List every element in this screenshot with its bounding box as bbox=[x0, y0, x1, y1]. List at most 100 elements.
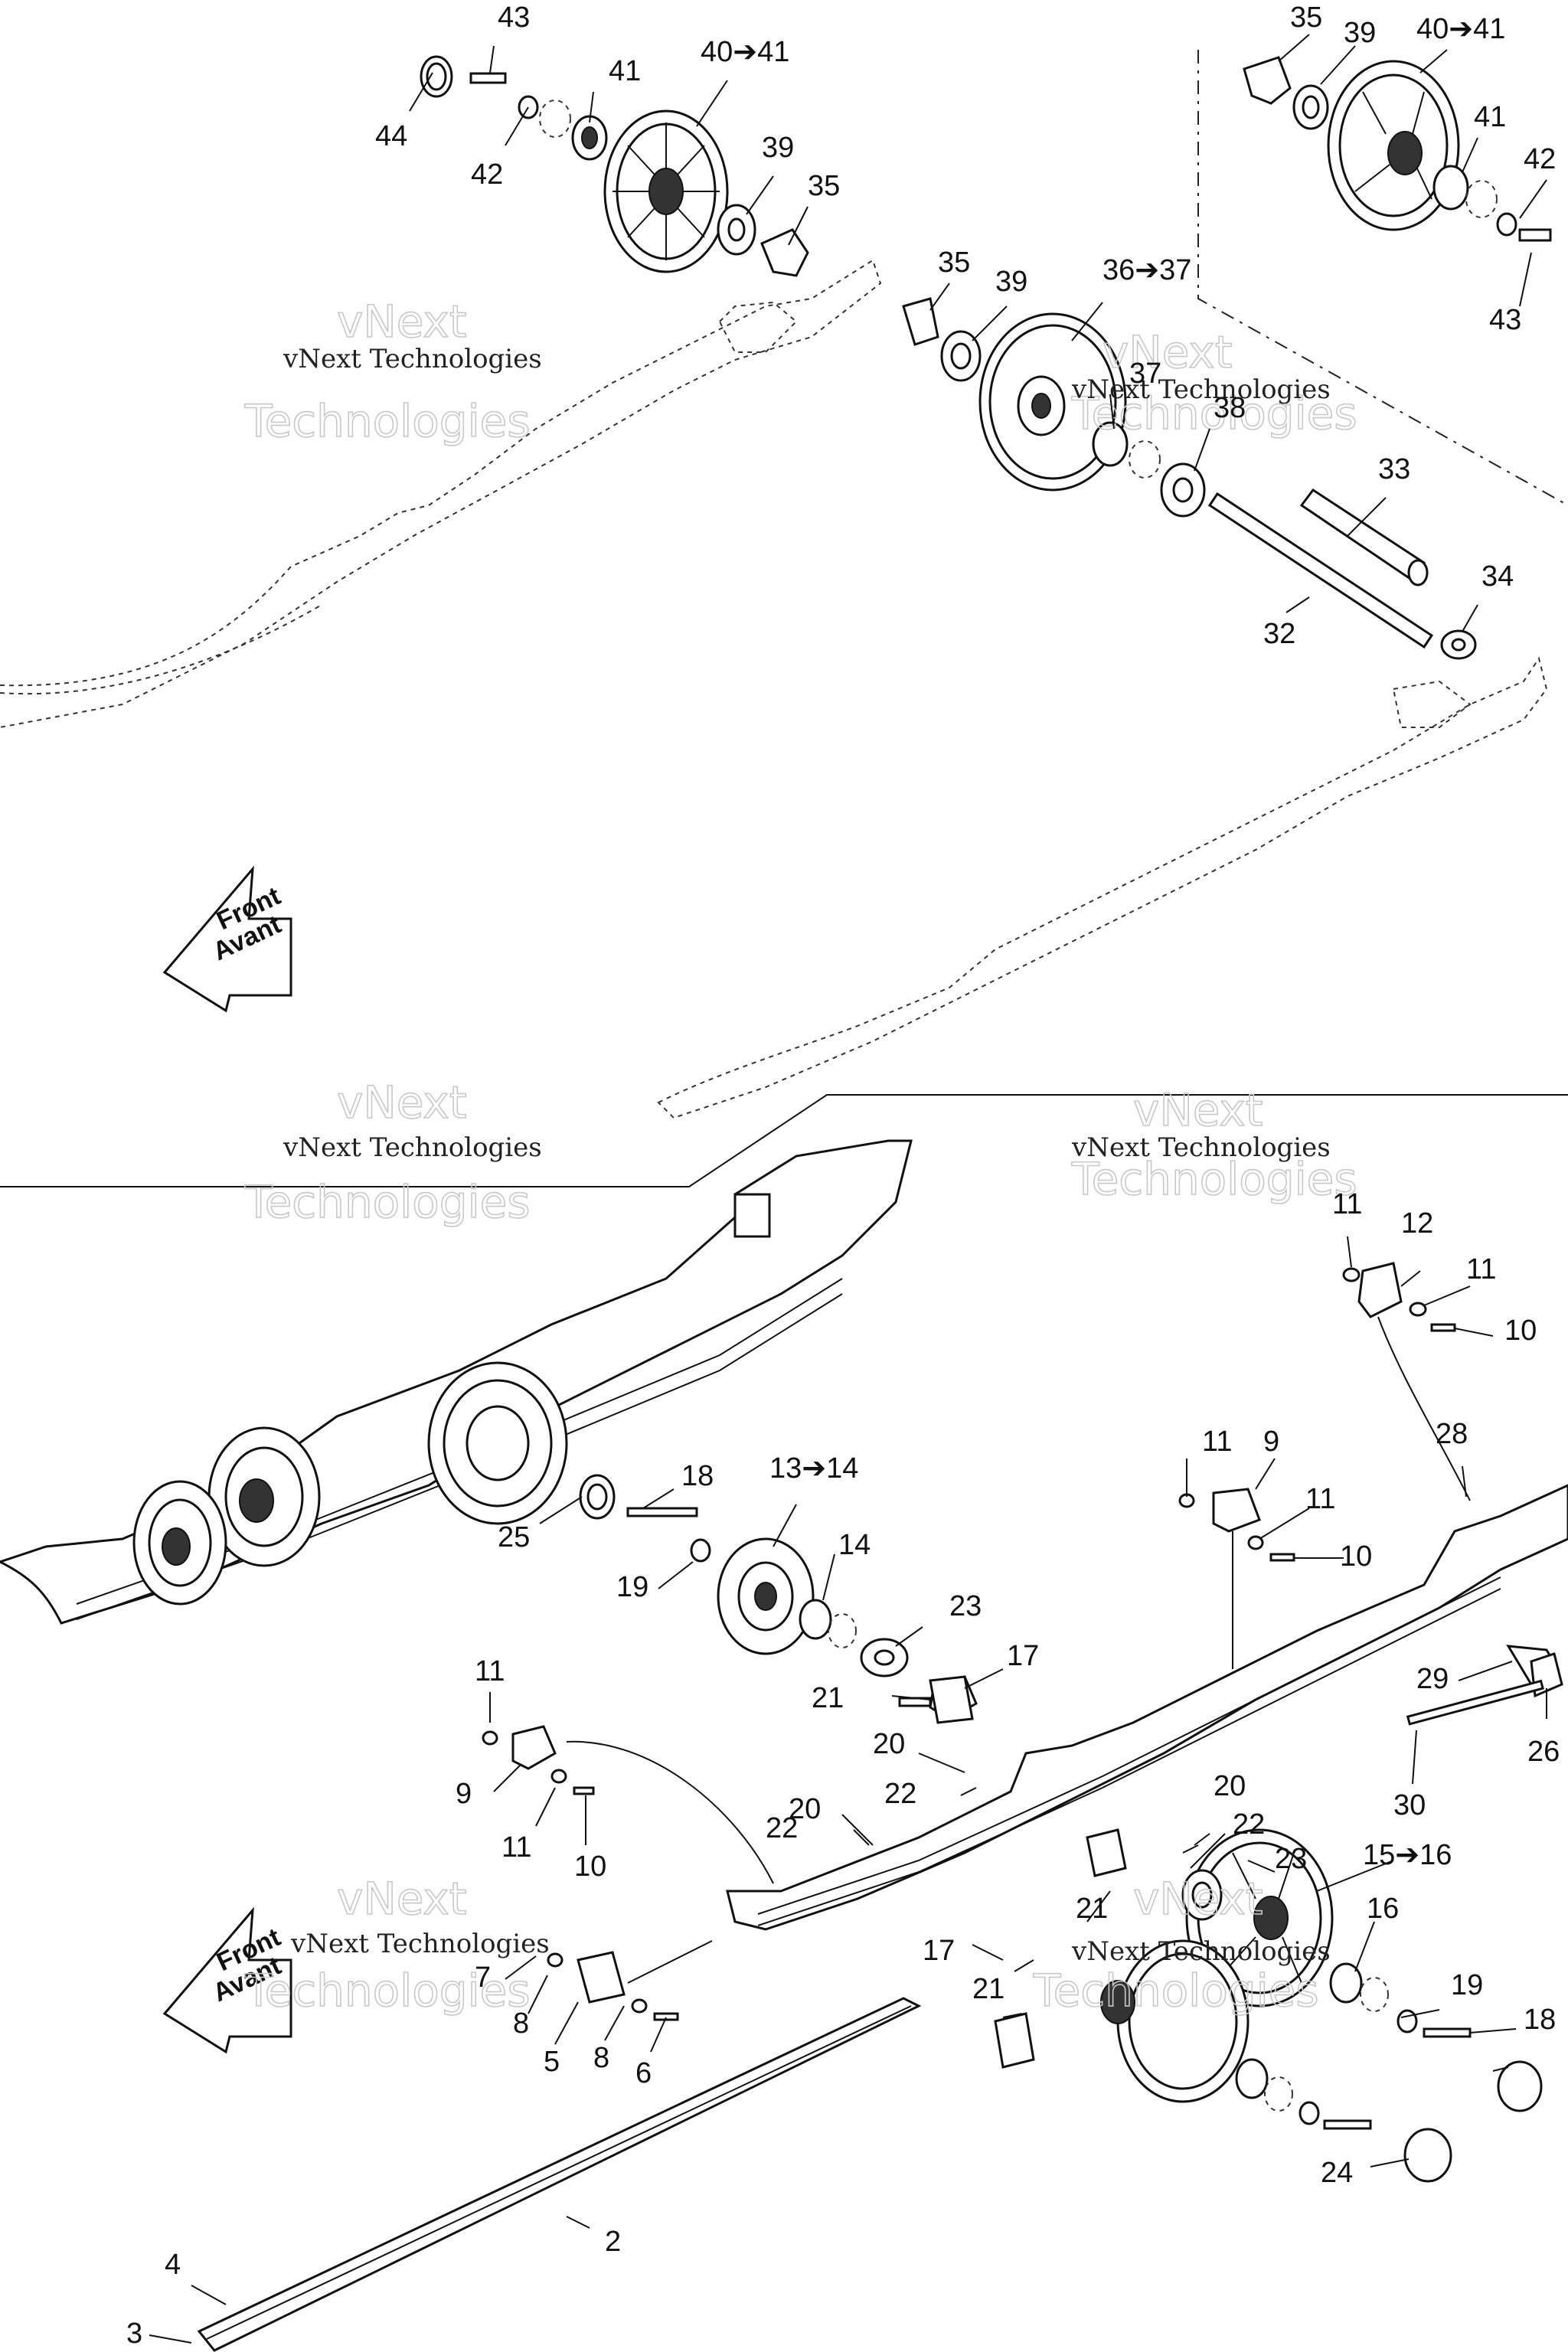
upper-left-rail bbox=[0, 259, 882, 728]
callout-16: 16 bbox=[1367, 1893, 1399, 1925]
watermark-text: vNext Technologies bbox=[1071, 374, 1331, 405]
callout-22: 22 bbox=[766, 1812, 798, 1844]
callout-34: 34 bbox=[1481, 560, 1514, 593]
lower-right-parts bbox=[929, 1262, 1563, 2183]
lower-left-rail bbox=[0, 1139, 913, 1625]
watermark-technologies: Technologies bbox=[1033, 1965, 1319, 2017]
callout-18: 18 bbox=[1524, 2004, 1556, 2036]
callout-9: 9 bbox=[456, 1778, 472, 1810]
callout-43: 43 bbox=[498, 2, 530, 34]
callout-17: 17 bbox=[923, 1935, 955, 1967]
callout-35: 35 bbox=[808, 170, 840, 202]
callout-29: 29 bbox=[1416, 1663, 1449, 1695]
callout-15-16: 15➔16 bbox=[1363, 1839, 1452, 1871]
callout-25: 25 bbox=[498, 1521, 530, 1553]
upper-wheel-right bbox=[1243, 56, 1552, 242]
callout-8: 8 bbox=[593, 2042, 609, 2074]
watermarks: vNext Technologies vNext Technologies vN… bbox=[243, 295, 1357, 2017]
callout-20: 20 bbox=[873, 1728, 905, 1760]
callout-22: 22 bbox=[1233, 1808, 1265, 1841]
callout-30: 30 bbox=[1393, 1789, 1426, 1821]
watermark-brand: vNext bbox=[1102, 326, 1232, 378]
callout-19: 19 bbox=[616, 1571, 648, 1603]
callout-14: 14 bbox=[838, 1529, 871, 1561]
upper-wheel-left-hardware bbox=[420, 55, 809, 277]
callout-13-14: 13➔14 bbox=[769, 1452, 858, 1485]
callout-21: 21 bbox=[812, 1682, 844, 1714]
callout-2: 2 bbox=[605, 2226, 621, 2258]
upper-right-rail bbox=[657, 656, 1548, 1119]
callout-26: 26 bbox=[1527, 1736, 1560, 1768]
callout-21: 21 bbox=[972, 1973, 1004, 2005]
callout-44: 44 bbox=[375, 120, 407, 152]
callout-39: 39 bbox=[762, 132, 794, 164]
callout-11: 11 bbox=[1202, 1426, 1232, 1458]
callout-11: 11 bbox=[1466, 1253, 1496, 1285]
callout-40-41: 40➔41 bbox=[1416, 13, 1505, 45]
front-arrow-top: Front Avant bbox=[162, 865, 292, 1013]
watermark-text: vNext Technologies bbox=[283, 344, 542, 374]
watermark-technologies: Technologies bbox=[1071, 387, 1357, 439]
callout-32: 32 bbox=[1263, 618, 1295, 650]
callout-6: 6 bbox=[635, 2057, 652, 2089]
callout-12: 12 bbox=[1401, 1207, 1433, 1240]
callout-20: 20 bbox=[1214, 1770, 1246, 1802]
callout-39: 39 bbox=[1344, 17, 1376, 49]
callout-18: 18 bbox=[681, 1460, 714, 1492]
upper-wheel-left bbox=[603, 109, 729, 273]
callout-36-37: 36➔37 bbox=[1102, 254, 1191, 286]
callout-21: 21 bbox=[1076, 1893, 1108, 1925]
watermark-brand: vNext bbox=[337, 1076, 466, 1129]
callout-41: 41 bbox=[1474, 101, 1506, 133]
leader-lines bbox=[149, 34, 1547, 2344]
upper-axles bbox=[1207, 488, 1477, 660]
callout-22: 22 bbox=[884, 1778, 916, 1810]
callout-5: 5 bbox=[544, 2046, 560, 2078]
callout-11: 11 bbox=[475, 1655, 505, 1687]
callout-4: 4 bbox=[165, 2249, 181, 2281]
callout-20: 20 bbox=[789, 1793, 821, 1825]
watermark-brand: vNext bbox=[337, 296, 466, 348]
callout-7: 7 bbox=[475, 1962, 491, 1994]
callout-39: 39 bbox=[995, 266, 1027, 298]
watermark-brand: vNext bbox=[1133, 1084, 1263, 1136]
watermark-brand: vNext bbox=[1133, 1873, 1263, 1925]
callout-9: 9 bbox=[1263, 1426, 1279, 1458]
watermark-technologies: Technologies bbox=[244, 1176, 531, 1228]
watermark-text: vNext Technologies bbox=[290, 1929, 550, 1959]
lower-right-rail bbox=[726, 1484, 1568, 1931]
callout-42: 42 bbox=[1524, 143, 1556, 175]
callout-40-41: 40➔41 bbox=[701, 36, 789, 68]
callout-43: 43 bbox=[1489, 304, 1521, 336]
callout-8: 8 bbox=[513, 2007, 529, 2040]
watermark-text: vNext Technologies bbox=[283, 1132, 542, 1163]
callout-11: 11 bbox=[1305, 1483, 1335, 1515]
callout-41: 41 bbox=[609, 55, 641, 87]
callout-19: 19 bbox=[1451, 1969, 1483, 2001]
callout-35: 35 bbox=[1290, 2, 1322, 34]
watermark-technologies: Technologies bbox=[1071, 1153, 1357, 1205]
watermark-technologies: Technologies bbox=[244, 395, 531, 447]
callout-3: 3 bbox=[126, 2318, 142, 2350]
callout-23: 23 bbox=[949, 1590, 982, 1622]
callout-labels: 44 43 42 41 40➔41 39 35 35 39 36➔37 37 3… bbox=[126, 2, 1560, 2350]
callout-10: 10 bbox=[574, 1851, 606, 1883]
callout-17: 17 bbox=[1007, 1640, 1039, 1672]
callout-35: 35 bbox=[938, 247, 970, 279]
lower-left-parts bbox=[579, 1474, 978, 1720]
callout-28: 28 bbox=[1436, 1418, 1468, 1450]
separator-lines bbox=[0, 50, 1568, 1187]
callout-23: 23 bbox=[1275, 1843, 1307, 1875]
watermark-text: vNext Technologies bbox=[1071, 1936, 1331, 1967]
callout-38: 38 bbox=[1214, 392, 1246, 424]
callout-42: 42 bbox=[471, 158, 503, 191]
callout-37: 37 bbox=[1129, 358, 1161, 390]
callout-10: 10 bbox=[1340, 1540, 1372, 1573]
callout-24: 24 bbox=[1321, 2157, 1353, 2189]
callout-11: 11 bbox=[501, 1831, 531, 1864]
callout-33: 33 bbox=[1378, 453, 1410, 485]
lower-left-small-parts bbox=[197, 1725, 922, 2352]
watermark-brand: vNext bbox=[337, 1873, 466, 1925]
callout-10: 10 bbox=[1504, 1315, 1537, 1347]
